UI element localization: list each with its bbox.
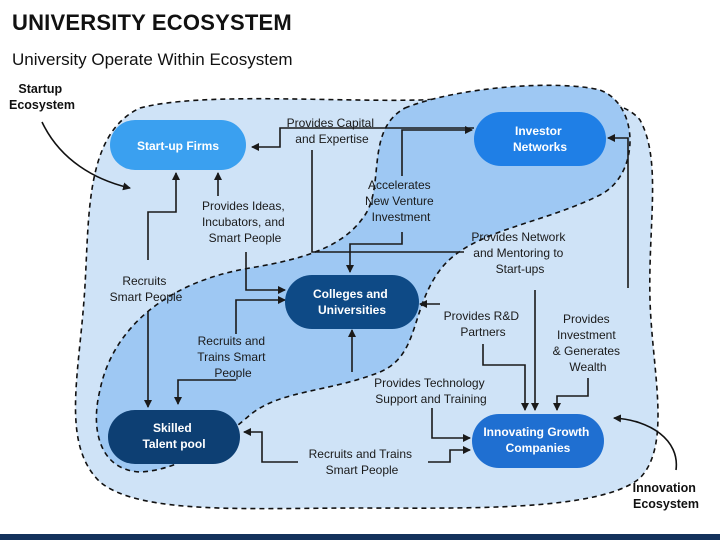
arrow-tech-down [431, 408, 471, 442]
node-colleges-line1: Colleges and [313, 287, 388, 301]
arrow-investment-up [607, 134, 629, 288]
arrow-bottom-right [428, 446, 471, 463]
label-startup-ecosystem: Startup Ecosystem [9, 82, 75, 112]
node-investor-networks: Investor Networks [474, 112, 606, 166]
svg-text:Investor Networks: Investor Networks [513, 124, 567, 154]
label-ideas: Provides Ideas, Incubators, and Smart Pe… [202, 199, 288, 245]
page-subtitle: University Operate Within Ecosystem [12, 50, 293, 69]
svg-text:Colleges and Universitie: Colleges and Universities [313, 287, 391, 317]
node-investor-line2: Networks [513, 140, 567, 154]
bottom-accent-bar [0, 534, 720, 540]
label-tech-support: Provides Technology Support and Training [374, 376, 488, 406]
svg-text:Skilled Talent pool: Skilled Talent pool [142, 421, 205, 451]
label-recruits-smart: Recruits Smart People [110, 274, 183, 304]
innovation-callout-arrow [613, 414, 678, 471]
label-accelerates: Accelerates New Venture Investment [365, 178, 437, 224]
label-innovation-ecosystem: Innovation Ecosystem [633, 481, 700, 511]
arrow-network [311, 150, 464, 253]
node-companies-line2: Companies [506, 441, 571, 455]
label-capital: Provides Capital and Expertise [287, 116, 378, 146]
svg-text:Innovating Growth Compan: Innovating Growth Companies [483, 425, 592, 455]
node-colleges-universities: Colleges and Universities [285, 275, 419, 329]
arrow-capital [251, 127, 474, 151]
node-startup-firms-line: Start-up Firms [137, 139, 219, 153]
arrow-trains-down [174, 379, 236, 405]
arrow-recruits-up [147, 172, 180, 260]
node-talent-pool: Skilled Talent pool [108, 410, 240, 464]
node-innovating-companies: Innovating Growth Companies [472, 414, 604, 468]
label-recruits-trains: Recruits and Trains Smart People [197, 334, 269, 380]
label-investment: Provides Investment & Generates Wealth [553, 312, 624, 374]
node-talent-line2: Talent pool [142, 437, 205, 451]
arrow-rd-down [482, 344, 529, 411]
node-talent-line1: Skilled [153, 421, 192, 435]
arrow-ideas-down [245, 252, 286, 294]
page-title: UNIVERSITY ECOSYSTEM [12, 10, 292, 35]
label-rd: Provides R&D Partners [444, 309, 523, 339]
arrow-accelerates-down [346, 232, 403, 273]
node-startup-firms: Start-up Firms [110, 120, 246, 170]
startup-callout-arrow [41, 121, 131, 191]
label-network: Provides Network and Mentoring to Start-… [471, 230, 568, 276]
arrow-bottom-left [243, 428, 298, 463]
arrow-trains-up [235, 296, 286, 334]
arrow-accelerates-up [401, 126, 473, 176]
connector-lines [144, 126, 629, 463]
node-companies-line1: Innovating Growth [483, 425, 589, 439]
node-colleges-line2: Universities [318, 303, 386, 317]
label-recruits-trains-bottom: Recruits and Trains Smart People [309, 447, 416, 477]
node-investor-line1: Investor [515, 124, 562, 138]
svg-text:Start-up Firms: Start-up Firms [137, 139, 219, 153]
arrow-investment-down [553, 378, 589, 411]
